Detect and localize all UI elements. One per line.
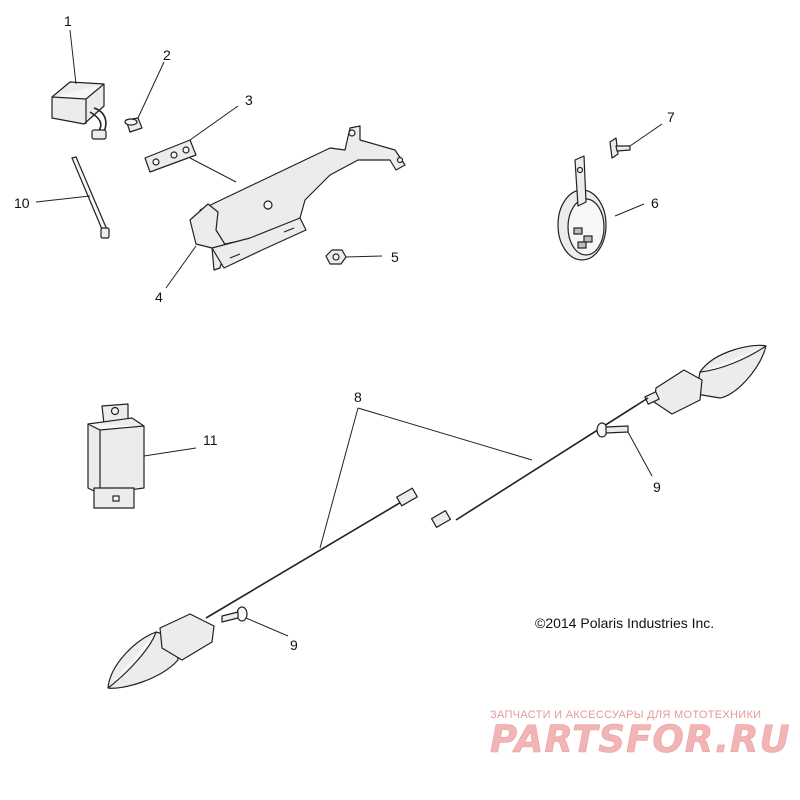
part-2-spacer	[124, 117, 143, 133]
part-11-flasher	[87, 403, 145, 509]
callout-1: 1	[64, 13, 72, 29]
callout-2: 2	[163, 47, 171, 63]
callout-3: 3	[245, 92, 253, 108]
callout-9-upper: 9	[653, 479, 661, 495]
callout-4: 4	[155, 289, 163, 305]
part-4-bracket	[189, 125, 406, 271]
callout-6: 6	[651, 195, 659, 211]
callout-5: 5	[391, 249, 399, 265]
leader-lines	[35, 29, 663, 637]
copyright-text: ©2014 Polaris Industries Inc.	[535, 615, 714, 631]
callout-11: 11	[203, 432, 218, 448]
part-7-screw	[609, 137, 631, 159]
part-9-screw-lower	[221, 606, 248, 623]
callout-9-lower: 9	[290, 637, 298, 653]
part-9-screw-upper	[596, 422, 629, 438]
part-6-horn	[557, 155, 607, 261]
watermark-brand: PARTSFOR.RU	[490, 718, 791, 761]
part-8-turn-signals	[107, 344, 767, 689]
part-5-nut	[325, 249, 347, 265]
callout-7: 7	[667, 109, 675, 125]
callout-10: 10	[14, 195, 30, 211]
part-3-plate	[144, 139, 197, 173]
callout-8: 8	[354, 389, 362, 405]
watermark-tagline: ЗАПЧАСТИ И АКСЕССУАРЫ ДЛЯ МОТОТЕХНИКИ	[490, 709, 761, 721]
part-10-cable-tie	[71, 156, 110, 239]
part-1-license-light	[51, 81, 107, 140]
